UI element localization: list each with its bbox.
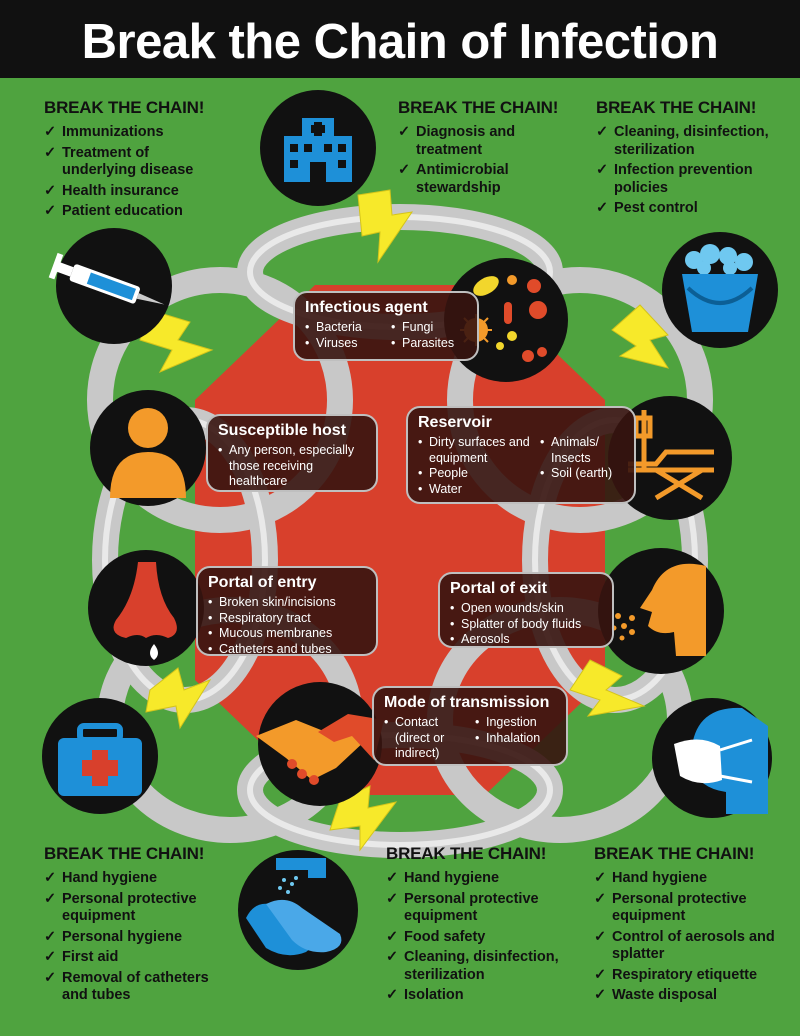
panel-heading: BREAK THE CHAIN! xyxy=(594,844,755,863)
node-title: Reservoir xyxy=(418,414,492,431)
node-item: Soil (earth) xyxy=(540,466,624,482)
panel-item: Hand hygiene xyxy=(386,870,571,888)
title-banner xyxy=(0,0,800,78)
hospital-icon xyxy=(258,88,378,208)
node-item: Mucous membranes xyxy=(208,626,366,642)
panel-item: Diagnosis and treatment xyxy=(398,124,568,159)
node-item: Contact (direct or indirect) xyxy=(384,715,465,762)
node-item: Splatter of body fluids xyxy=(450,617,602,633)
node-title: Susceptible host xyxy=(218,422,347,439)
panel-item: Personal protective equipment xyxy=(594,891,779,926)
panel-heading: BREAK THE CHAIN! xyxy=(398,98,559,117)
node-reservoir: Reservoir Dirty surfaces and equipmentPe… xyxy=(406,406,636,504)
node-item: Water xyxy=(418,482,530,498)
node-item: Parasites xyxy=(391,336,467,352)
node-item: Dirty surfaces and equipment xyxy=(418,435,530,466)
panel-item: Respiratory etiquette xyxy=(594,967,779,985)
break-panel-bottom-left: BREAK THE CHAIN! Hand hygiene Personal p… xyxy=(44,844,234,1008)
node-title: Infectious agent xyxy=(305,299,428,316)
handwashing-icon xyxy=(236,848,360,972)
nose-icon xyxy=(86,548,206,668)
panel-item: Hand hygiene xyxy=(594,870,779,888)
node-title: Mode of transmission xyxy=(384,694,550,711)
panel-item: First aid xyxy=(44,949,234,967)
bucket-icon xyxy=(658,228,782,352)
node-item: Open wounds/skin xyxy=(450,601,602,617)
node-susceptible-host: Susceptible host Any person, especially … xyxy=(206,414,378,492)
face-mask-icon xyxy=(650,696,774,820)
node-item: Broken skin/incisions xyxy=(208,595,366,611)
node-item: Inhalation xyxy=(475,731,556,747)
break-panel-bottom-right: BREAK THE CHAIN! Hand hygiene Personal p… xyxy=(594,844,779,1008)
first-aid-kit-icon xyxy=(40,696,160,816)
panel-item: Personal protective equipment xyxy=(386,891,571,926)
node-item: Animals/ Insects xyxy=(540,435,624,466)
break-panel-top-center: BREAK THE CHAIN! Diagnosis and treatment… xyxy=(398,98,568,200)
node-mode-of-transmission: Mode of transmission Contact (direct or … xyxy=(372,686,568,766)
lightning-bolts xyxy=(139,189,670,852)
syringe-icon xyxy=(48,224,172,348)
panel-item: Personal protective equipment xyxy=(44,891,234,926)
stretcher-icon xyxy=(606,394,734,522)
break-panel-top-right: BREAK THE CHAIN! Cleaning, disinfection,… xyxy=(596,98,781,221)
panel-item: Patient education xyxy=(44,203,224,221)
panel-item: Cleaning, disinfection, sterilization xyxy=(386,949,571,984)
panel-item: Waste disposal xyxy=(594,987,779,1005)
person-icon xyxy=(88,388,208,508)
panel-item: Antimicrobial stewardship xyxy=(398,162,568,197)
node-item: Viruses xyxy=(305,336,381,352)
break-panel-top-left: BREAK THE CHAIN! Immunizations Treatment… xyxy=(44,98,224,224)
panel-item: Health insurance xyxy=(44,183,224,201)
node-item: Fungi xyxy=(391,320,467,336)
panel-item: Food safety xyxy=(386,929,571,947)
node-item: Ingestion xyxy=(475,715,556,731)
panel-item: Personal hygiene xyxy=(44,929,234,947)
panel-item: Immunizations xyxy=(44,124,224,142)
page-title: Break the Chain of Infection xyxy=(81,15,719,69)
panel-heading: BREAK THE CHAIN! xyxy=(44,844,205,863)
panel-item: Removal of catheters and tubes xyxy=(44,970,234,1005)
node-portal-of-exit: Portal of exit Open wounds/skin Splatter… xyxy=(438,572,614,648)
node-portal-of-entry: Portal of entry Broken skin/incisions Re… xyxy=(196,566,378,658)
node-title: Portal of exit xyxy=(450,580,547,597)
handshake-icon xyxy=(256,680,384,808)
panel-item: Pest control xyxy=(596,200,781,218)
node-title: Portal of entry xyxy=(208,574,317,591)
panel-heading: BREAK THE CHAIN! xyxy=(386,844,547,863)
node-item: Respiratory tract xyxy=(208,611,366,627)
panel-heading: BREAK THE CHAIN! xyxy=(44,98,205,117)
break-panel-bottom-center: BREAK THE CHAIN! Hand hygiene Personal p… xyxy=(386,844,571,1008)
node-item: Bacteria xyxy=(305,320,381,336)
node-item: People xyxy=(418,466,530,482)
node-item: Aerosols xyxy=(450,632,602,648)
panel-item: Hand hygiene xyxy=(44,870,234,888)
sneeze-icon xyxy=(596,546,726,676)
panel-item: Infection prevention policies xyxy=(596,162,781,197)
panel-item: Control of aerosols and splatter xyxy=(594,929,779,964)
node-item: Any person, especially those receiving h… xyxy=(218,443,366,490)
panel-item: Cleaning, disinfection, sterilization xyxy=(596,124,781,159)
panel-heading: BREAK THE CHAIN! xyxy=(596,98,757,117)
node-item: Catheters and tubes xyxy=(208,642,366,658)
node-infectious-agent: Infectious agent BacteriaViruses FungiPa… xyxy=(293,291,479,361)
panel-item: Isolation xyxy=(386,987,571,1005)
panel-item: Treatment of underlying disease xyxy=(44,145,224,180)
